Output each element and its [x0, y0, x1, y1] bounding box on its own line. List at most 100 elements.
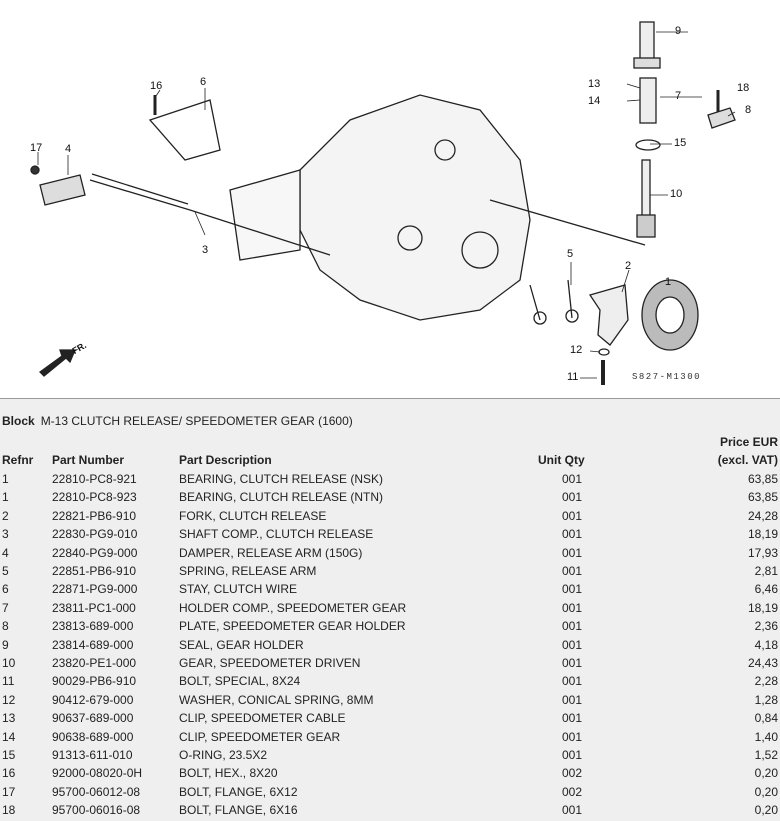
- description-cell: HOLDER COMP., SPEEDOMETER GEAR: [179, 600, 407, 615]
- refnr-cell: 7: [2, 600, 9, 615]
- callout-14: 14: [588, 95, 601, 107]
- refnr-cell: 1: [2, 472, 9, 486]
- refnr-cell: 5: [2, 564, 9, 578]
- callout-4: 4: [65, 143, 72, 155]
- part-number-cell: 90637-689-000: [52, 711, 134, 726]
- callout-3: 3: [202, 244, 209, 256]
- description-cell: SPRING, RELEASE ARM: [179, 564, 317, 578]
- part-number-cell: 22810-PC8-923: [52, 490, 137, 505]
- description-cell: BOLT, HEX., 8X20: [179, 766, 278, 781]
- price-cell: 1,52: [754, 748, 778, 762]
- part-number-cell: 91313-611-010: [52, 748, 133, 762]
- description-cell: SEAL, GEAR HOLDER: [179, 637, 304, 652]
- header-part-number: Part Number: [52, 453, 125, 467]
- qty-cell: 002: [562, 766, 583, 781]
- part-number-cell: 90638-689-000: [52, 729, 134, 744]
- price-cell: 1,40: [754, 729, 778, 744]
- description-cell: WASHER, CONICAL SPRING, 8MM: [179, 692, 374, 707]
- description-cell: PLATE, SPEEDOMETER GEAR HOLDER: [179, 619, 406, 634]
- damper: [39, 174, 86, 206]
- stay: [148, 99, 221, 161]
- refnr-cell: 3: [2, 527, 9, 542]
- description-cell: STAY, CLUTCH WIRE: [179, 582, 298, 597]
- callout-13: 13: [588, 78, 601, 90]
- part-number-cell: 95700-06012-08: [52, 784, 141, 799]
- callout-5: 5: [567, 248, 574, 260]
- diagram-code: S827-M1300: [632, 372, 702, 382]
- refnr-cell: 1: [2, 490, 9, 505]
- header-refnr: Refnr: [2, 453, 34, 467]
- qty-cell: 001: [562, 619, 583, 634]
- callout-15: 15: [674, 137, 687, 149]
- qty-cell: 001: [562, 582, 583, 597]
- release-shaft: [89, 179, 331, 256]
- price-cell: 0,20: [754, 766, 778, 781]
- refnr-cell: 16: [2, 766, 16, 781]
- header-price-line2: (excl. VAT): [717, 453, 778, 467]
- description-cell: CLIP, SPEEDOMETER GEAR: [179, 729, 341, 744]
- part-number-cell: 22821-PB6-910: [52, 508, 137, 523]
- callout-16: 16: [150, 80, 163, 92]
- block-title: M-13 CLUTCH RELEASE/ SPEEDOMETER GEAR (1…: [40, 414, 353, 428]
- description-cell: BOLT, FLANGE, 6X16: [179, 803, 298, 818]
- table-row[interactable]: 7 23811-PC1-000 HOLDER COMP., SPEEDOMETER …: [0, 601, 780, 619]
- table-row[interactable]: 1 22810-PC8-923 BEARING, CLUTCH RELEASE (N…: [0, 490, 780, 508]
- qty-cell: 001: [562, 674, 583, 689]
- description-cell: FORK, CLUTCH RELEASE: [179, 508, 327, 523]
- qty-cell: 001: [562, 490, 583, 505]
- description-cell: BOLT, FLANGE, 6X12: [179, 784, 298, 799]
- qty-cell: 001: [562, 545, 583, 560]
- part-number-cell: 23813-689-000: [52, 619, 134, 634]
- refnr-cell: 8: [2, 619, 9, 634]
- callout-11: 11: [567, 371, 579, 383]
- price-cell: 0,20: [754, 803, 778, 818]
- refnr-cell: 13: [2, 711, 16, 726]
- part-number-cell: 90029-PB6-910: [52, 674, 137, 689]
- price-cell: 24,43: [747, 656, 778, 670]
- callout-10: 10: [670, 188, 683, 200]
- callout-8: 8: [745, 104, 752, 116]
- refnr-cell: 4: [2, 545, 9, 560]
- description-cell: BEARING, CLUTCH RELEASE (NTN): [179, 490, 384, 505]
- part-number-cell: 22840-PG9-000: [52, 545, 138, 560]
- seal-shape: [639, 21, 655, 63]
- qty-cell: 001: [562, 748, 583, 762]
- description-cell: SHAFT COMP., CLUTCH RELEASE: [179, 527, 374, 542]
- part-number-cell: 23811-PC1-000: [52, 600, 136, 615]
- callout-1: 1: [665, 276, 672, 288]
- callout-7: 7: [675, 90, 682, 102]
- header-price-line1: Price EUR: [719, 435, 778, 449]
- table-row[interactable]: 8 23813-689-000 PLATE, SPEEDOMETER GEAR HO…: [0, 619, 780, 637]
- price-cell: 17,93: [747, 545, 778, 560]
- price-cell: 2,81: [754, 564, 778, 578]
- callout-18: 18: [737, 82, 750, 94]
- callout-12: 12: [570, 344, 583, 356]
- header-qty: Unit Qty: [538, 453, 585, 467]
- refnr-cell: 17: [2, 784, 16, 799]
- description-cell: GEAR, SPEEDOMETER DRIVEN: [179, 656, 361, 670]
- qty-cell: 001: [562, 711, 583, 726]
- qty-cell: 001: [562, 637, 583, 652]
- part-number-cell: 22851-PB6-910: [52, 564, 137, 578]
- price-cell: 63,85: [747, 490, 778, 505]
- refnr-cell: 2: [2, 508, 9, 523]
- refnr-cell: 18: [2, 803, 16, 818]
- callout-6: 6: [200, 76, 207, 88]
